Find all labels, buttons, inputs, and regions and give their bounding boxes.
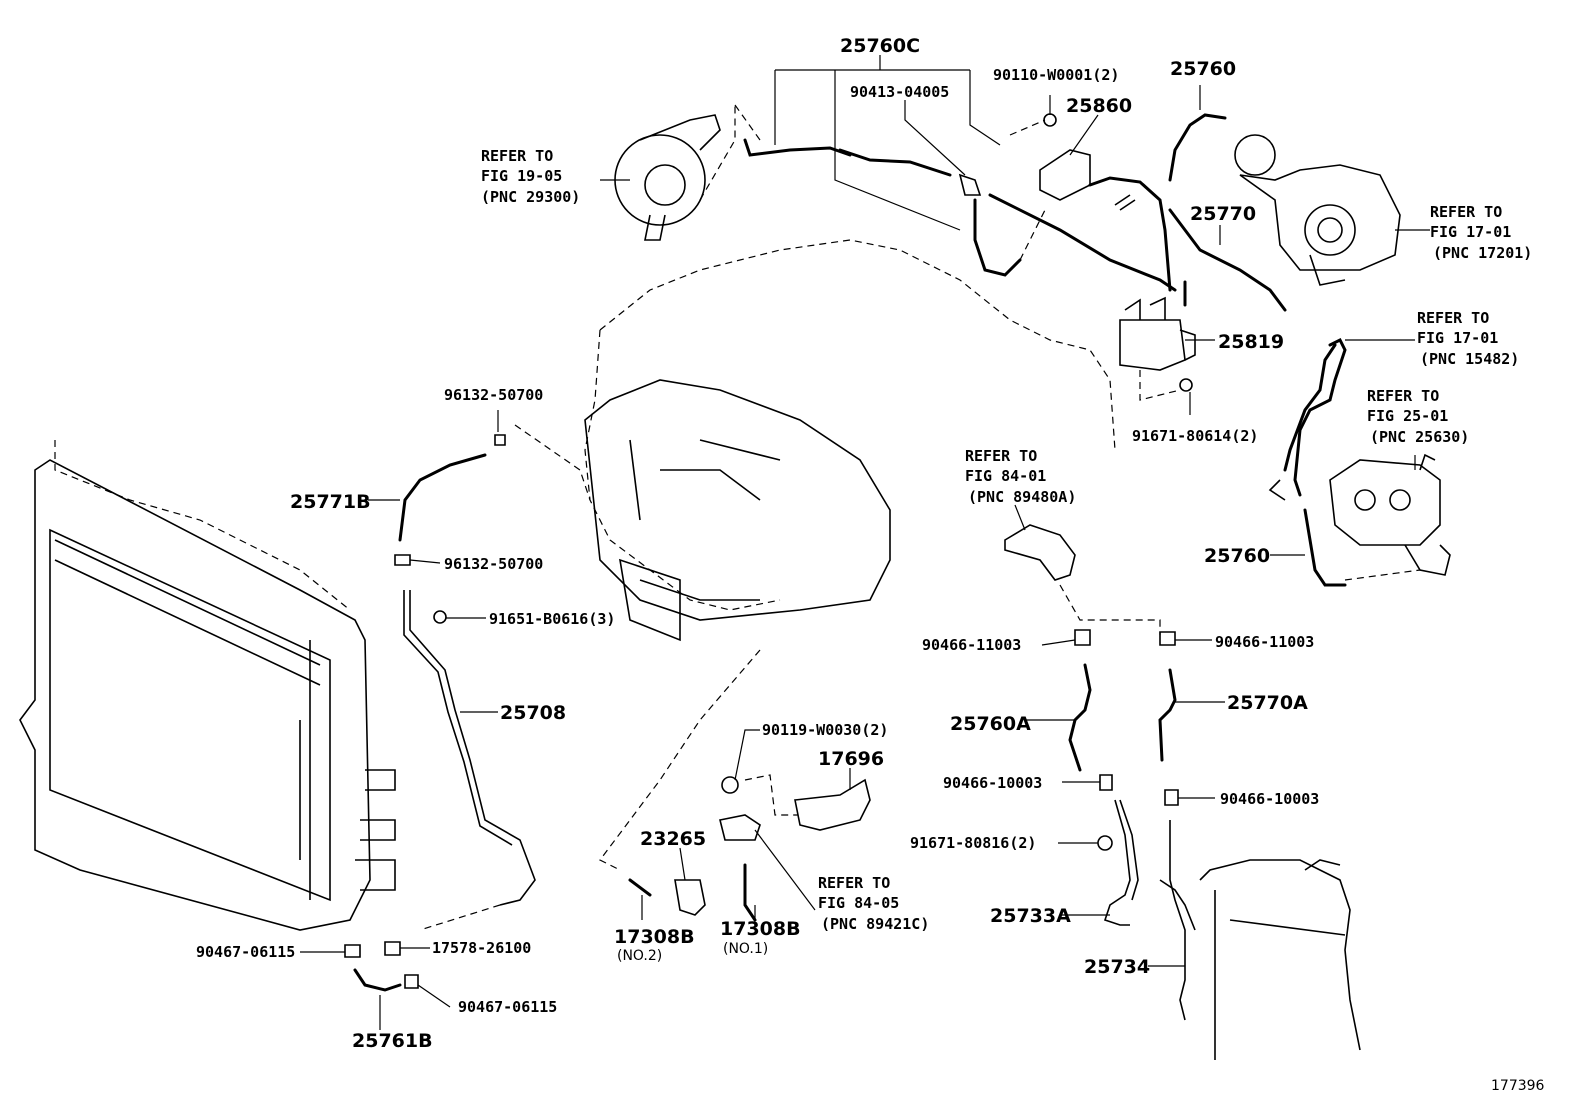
engine-block-outline [584, 239, 1116, 642]
leader-lines [300, 55, 1430, 1030]
vsv-25819 [1119, 280, 1196, 401]
label-91651-B0616: 91651-B0616(3) [489, 610, 615, 628]
label-ref1701b-line1: REFER TO [1417, 309, 1489, 327]
radiator [19, 440, 396, 931]
label-ref8401-line2: FIG 84-01 [965, 467, 1046, 485]
label-ref8401-line1: REFER TO [965, 447, 1037, 465]
egr-valve [1268, 337, 1451, 587]
hose-25761B [344, 941, 419, 992]
label-90466-11003-right: 90466-11003 [1215, 633, 1314, 651]
label-25733A: 25733A [990, 905, 1071, 927]
label-90467-06115-right: 90467-06115 [458, 998, 557, 1016]
label-17308B-no1-sub: (NO.1) [723, 941, 768, 957]
label-90466-10003-left: 90466-10003 [943, 774, 1042, 792]
label-90119-W0030: 90119-W0030(2) [762, 721, 888, 739]
label-17308B-no2: 17308B [614, 926, 695, 948]
label-ref8405-line3: (PNC 89421C) [821, 915, 929, 933]
label-25760-top: 25760 [1170, 58, 1236, 80]
label-ref2501-line2: FIG 25-01 [1367, 407, 1448, 425]
turbocharger [1168, 113, 1401, 312]
hose-25760C [743, 138, 1177, 292]
label-ref8405-line2: FIG 84-05 [818, 894, 899, 912]
label-91671-80816: 91671-80816(2) [910, 834, 1036, 852]
label-25760C: 25760C [840, 35, 920, 57]
label-ref8405-line1: REFER TO [818, 874, 890, 892]
label-23265: 23265 [640, 828, 706, 850]
pipe-25708 [403, 590, 536, 931]
vsv-25860 [1009, 113, 1172, 292]
vacuum-pump [614, 104, 761, 241]
label-96132-50700-bottom: 96132-50700 [444, 555, 543, 573]
label-17308B-no1: 17308B [720, 918, 801, 940]
label-ref1701b-line2: FIG 17-01 [1417, 329, 1498, 347]
label-90466-10003-right: 90466-10003 [1220, 790, 1319, 808]
bracket-89480A [1004, 524, 1179, 806]
label-25860: 25860 [1066, 95, 1132, 117]
label-25760-right: 25760 [1204, 545, 1270, 567]
label-25770A: 25770A [1227, 692, 1308, 714]
label-96132-50700-top: 96132-50700 [444, 386, 543, 404]
label-ref1701a-line3: (PNC 17201) [1433, 244, 1532, 262]
label-ref1701b-line3: (PNC 15482) [1420, 350, 1519, 368]
label-25708: 25708 [500, 702, 566, 724]
label-ref8401-line3: (PNC 89480A) [968, 488, 1076, 506]
label-17696: 17696 [818, 748, 884, 770]
label-25771B: 25771B [290, 491, 371, 513]
label-ref2501-line3: (PNC 25630) [1370, 428, 1469, 446]
label-ref1905-line2: FIG 19-05 [481, 167, 562, 185]
label-90467-06115-left: 90467-06115 [196, 943, 295, 961]
label-ref2501-line1: REFER TO [1367, 387, 1439, 405]
label-25761B: 25761B [352, 1030, 433, 1052]
label-ref1701a-line1: REFER TO [1430, 203, 1502, 221]
intake-pipes [1097, 799, 1361, 1060]
part-labels: 25760C 90413-04005 90110-W0001(2) 25860 … [196, 35, 1545, 1094]
label-90110-W0001: 90110-W0001(2) [993, 66, 1119, 84]
label-ref1905-line3: (PNC 29300) [481, 188, 580, 206]
label-25760A: 25760A [950, 713, 1031, 735]
label-ref1701a-line2: FIG 17-01 [1430, 223, 1511, 241]
label-17308B-no2-sub: (NO.2) [617, 948, 662, 964]
label-90413-04005: 90413-04005 [850, 83, 949, 101]
label-25819: 25819 [1218, 331, 1284, 353]
hose-25771B [394, 424, 591, 566]
label-ref1905-line1: REFER TO [481, 147, 553, 165]
sensor-assembly [599, 649, 871, 922]
label-25770: 25770 [1190, 203, 1256, 225]
label-25734: 25734 [1084, 956, 1150, 978]
label-91671-80614: 91671-80614(2) [1132, 427, 1258, 445]
label-90466-11003-left: 90466-11003 [922, 636, 1021, 654]
label-17578-26100: 17578-26100 [432, 939, 531, 957]
diagram-id: 177396 [1491, 1078, 1545, 1094]
